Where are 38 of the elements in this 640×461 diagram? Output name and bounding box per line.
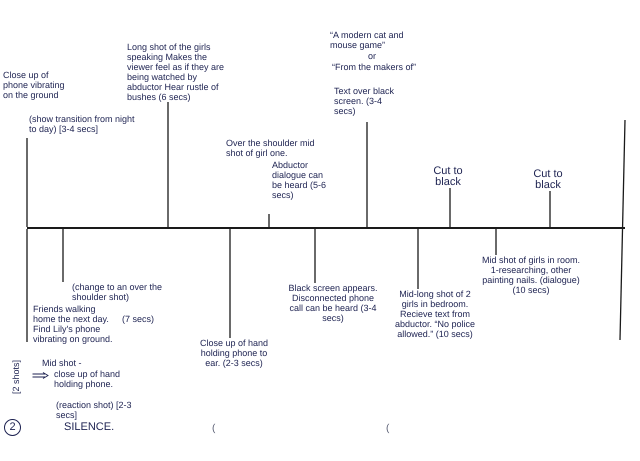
note-text: Mid shot of girls in room. 1-researching, other painting nails. (dialogue) (10 secs) [480, 255, 582, 295]
note-text: (change to an over the shoulder shot) [72, 282, 164, 302]
tick-line [314, 229, 316, 283]
note-text: “From the makers of” [332, 62, 418, 72]
note-text: Close up of phone vibrating on the ground [3, 70, 66, 100]
note-text: (reaction shot) [2-3 secs] [56, 400, 133, 420]
note-text: Friends walking home the next day. Find Lily's phone vibrating on ground. [33, 304, 114, 344]
note-text: Cut to black [420, 166, 476, 188]
note-text: close up of hand holding phone. [54, 369, 122, 389]
note-text: “A modern cat and mouse game” [330, 30, 405, 50]
note-text: Mid shot - [42, 358, 82, 368]
note-text: Long shot of the girls speaking Makes the viewer feel as if they are being watched by abductor Hear rustle of bushes (6 secs) [127, 42, 225, 102]
tick-line [417, 229, 419, 289]
tick-line [167, 102, 169, 227]
note-text: Cut to black [520, 169, 576, 191]
note-text: (show transition from night to day) [3-4 secs] [29, 114, 136, 134]
tick-line [495, 229, 497, 255]
note-text: Mid-long shot of 2 girls in bedroom. Recieve text from abductor. “No police allowed.” (10 secs) [390, 289, 480, 339]
note-text: Text over black screen. (3-4 secs) [334, 86, 396, 116]
note-text: Close up of hand holding phone to ear. (2-3 secs) [194, 338, 274, 368]
shot-count-note: [2 shots] [11, 360, 21, 394]
note-text: SILENCE. [64, 422, 114, 433]
timeline-bar [27, 227, 625, 229]
note-text: or [368, 51, 376, 61]
bracket-mark: ( [386, 424, 390, 434]
tick-line [449, 188, 451, 227]
note-text: Abductor dialogue can be heard (5-6 secs) [272, 160, 328, 200]
note-text: Over the shoulder mid shot of girl one. [226, 138, 316, 158]
tick-line [26, 138, 28, 227]
tick-line [268, 214, 270, 227]
tick-line [229, 229, 231, 338]
note-text: (7 secs) [122, 314, 154, 324]
note-text: Black screen appears. Disconnected phone call can be heard (3-4 secs) [286, 283, 380, 323]
bracket-mark: ( [212, 424, 216, 434]
tick-line [366, 122, 368, 227]
page-number: 2 [4, 419, 21, 436]
tick-line [549, 191, 551, 227]
tick-line [62, 229, 64, 282]
